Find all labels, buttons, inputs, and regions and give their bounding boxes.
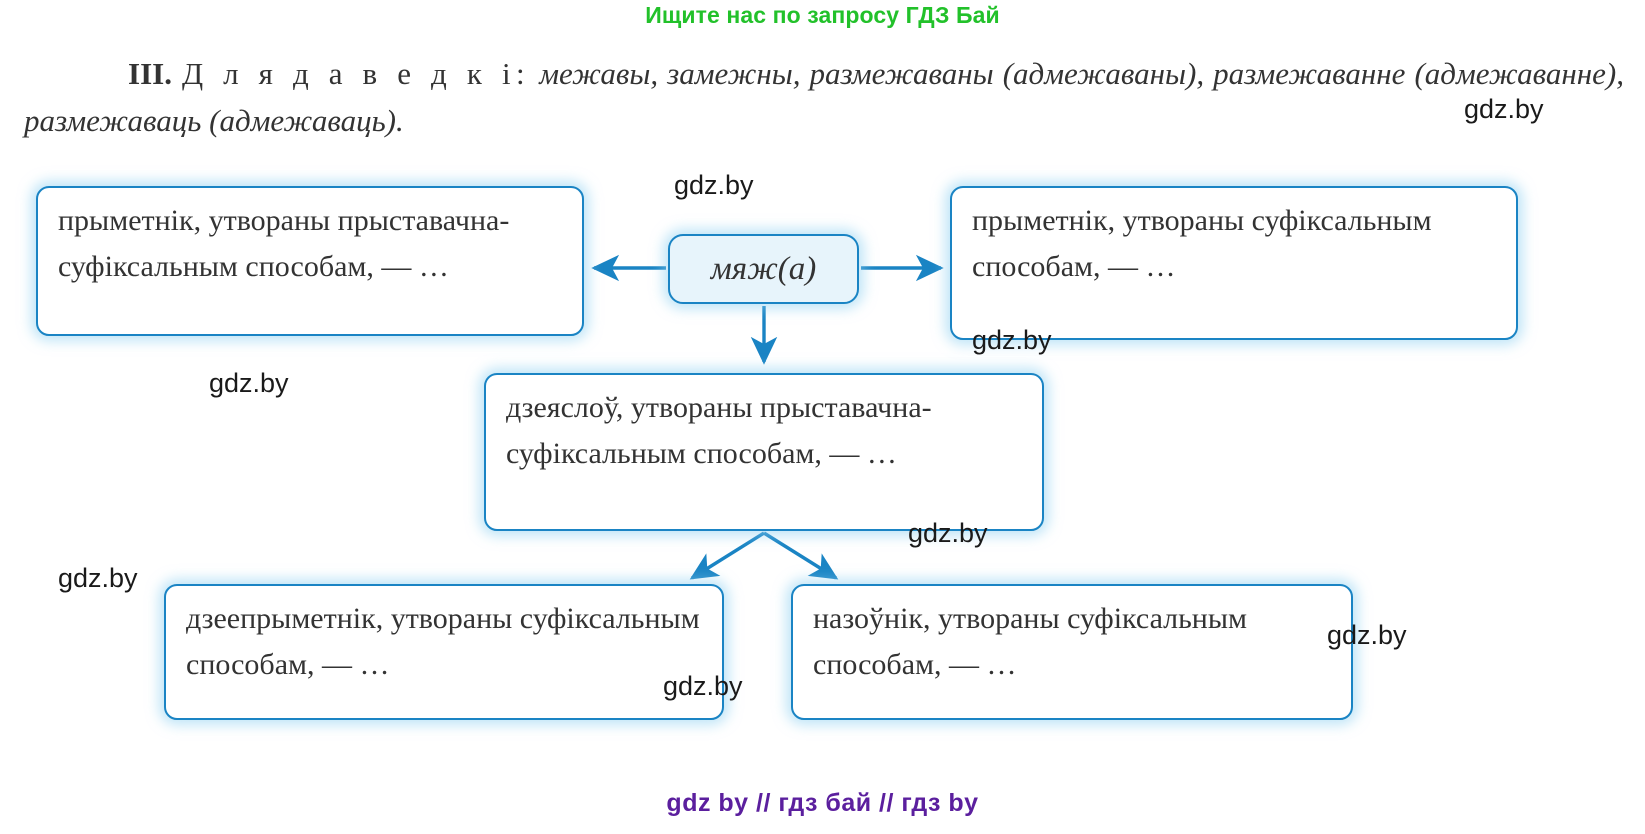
box-root-myazha: мяж(а) bbox=[668, 234, 859, 304]
watermark: gdz.by bbox=[663, 671, 743, 701]
box-adjective-suffix: прыметнік, утвораны суфіксальным способа… bbox=[950, 186, 1518, 340]
promo-banner: Ищите нас по запросу ГДЗ Бай bbox=[645, 2, 1000, 28]
box-noun-suffix: назоўнік, утвораны суфіксальным способам… bbox=[791, 584, 1353, 720]
arrow-verb-to-noun bbox=[763, 531, 839, 580]
arrow-verb-to-participle bbox=[689, 531, 765, 580]
watermark: gdz.by bbox=[1327, 620, 1407, 650]
watermark: gdz.by bbox=[58, 563, 138, 593]
footer-text: gdz by // гдз бай // гдз by bbox=[666, 789, 979, 817]
paragraph-iii: III. Д л я д а в е д к і: межавы, замежны… bbox=[24, 50, 1624, 144]
watermark: gdz.by bbox=[908, 518, 988, 548]
box-verb-prefix-suffix: дзеяслоў, утвораны прыставачна-суфіксаль… bbox=[484, 373, 1044, 531]
watermark: gdz.by bbox=[674, 170, 754, 200]
paragraph-marker: III. bbox=[128, 56, 172, 91]
watermark: gdz.by bbox=[972, 325, 1052, 355]
watermark: gdz.by bbox=[209, 368, 289, 398]
box-adjective-prefix-suffix: прыметнік, утвораны прыставачна-суфіксал… bbox=[36, 186, 584, 336]
paragraph-lead: Д л я д а в е д к і: bbox=[181, 56, 531, 91]
paragraph-italic-body: межавы, замежны, размежаваны (адмежаваны… bbox=[24, 56, 1624, 138]
watermark: gdz.by bbox=[1464, 94, 1544, 124]
box-participle-suffix: дзеепрыметнік, утвораны суфіксальным спо… bbox=[164, 584, 724, 720]
